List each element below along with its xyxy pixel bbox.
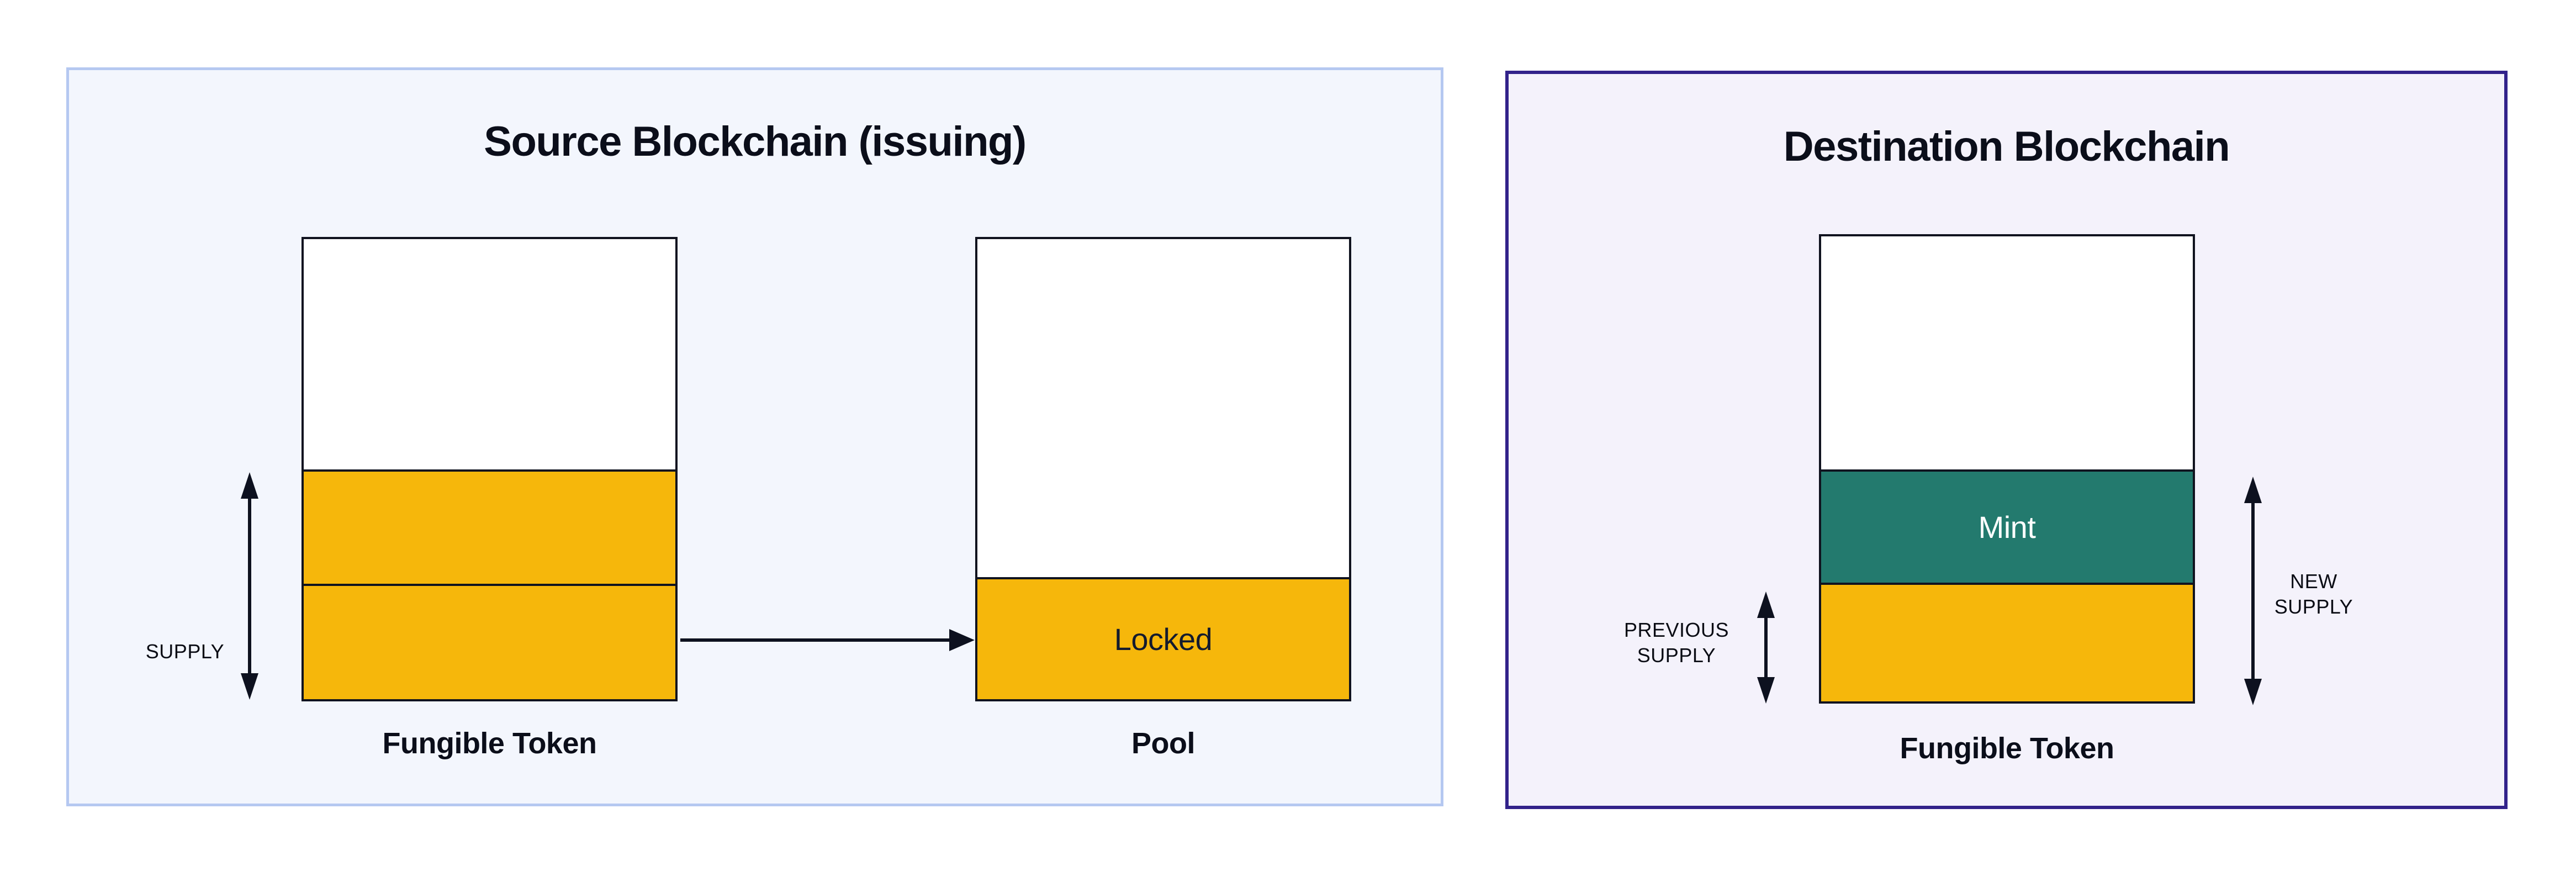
- destination-token-unfilled-segment: [1821, 236, 2193, 469]
- destination-panel-title: Destination Blockchain: [1783, 123, 2230, 170]
- destination-token-previous-supply-segment: [1821, 583, 2193, 701]
- previous-supply-label-line2: SUPPLY: [1637, 644, 1716, 667]
- supply-double-arrow-icon: [241, 472, 258, 700]
- pool-locked-segment: Locked: [977, 577, 1349, 699]
- source-token-unfilled-segment: [304, 239, 675, 469]
- source-blockchain-panel: Source Blockchain (issuing) SUPPLY Locke…: [66, 67, 1443, 806]
- source-panel-title: Source Blockchain (issuing): [484, 118, 1027, 165]
- mint-label: Mint: [1978, 510, 2036, 545]
- destination-blockchain-panel: Destination Blockchain Mint PREVIOUS SUP…: [1505, 71, 2508, 809]
- destination-fungible-token-bar: Mint: [1819, 234, 2195, 704]
- locked-label: Locked: [1114, 622, 1213, 657]
- mint-segment: Mint: [1821, 469, 2193, 583]
- source-fungible-token-caption: Fungible Token: [382, 727, 597, 760]
- source-token-supply-upper-segment: [304, 469, 675, 584]
- new-supply-label-line1: NEW: [2290, 570, 2337, 593]
- previous-supply-range-label: PREVIOUS SUPPLY: [1594, 617, 1759, 668]
- source-fungible-token-bar: [301, 237, 678, 701]
- supply-range-label: SUPPLY: [145, 640, 225, 663]
- previous-supply-label-line1: PREVIOUS: [1623, 619, 1729, 641]
- pool-bar: Locked: [975, 237, 1351, 701]
- new-supply-label-line2: SUPPLY: [2274, 595, 2353, 618]
- destination-fungible-token-caption: Fungible Token: [1900, 732, 2114, 765]
- new-supply-double-arrow-icon: [2244, 477, 2262, 705]
- new-supply-range-label: NEW SUPPLY: [2258, 569, 2369, 620]
- source-token-supply-lower-segment: [304, 584, 675, 699]
- previous-supply-double-arrow-icon: [1757, 591, 1775, 704]
- lock-transfer-arrow-icon: [680, 629, 975, 651]
- pool-caption: Pool: [1131, 727, 1196, 760]
- pool-unfilled-segment: [977, 239, 1349, 577]
